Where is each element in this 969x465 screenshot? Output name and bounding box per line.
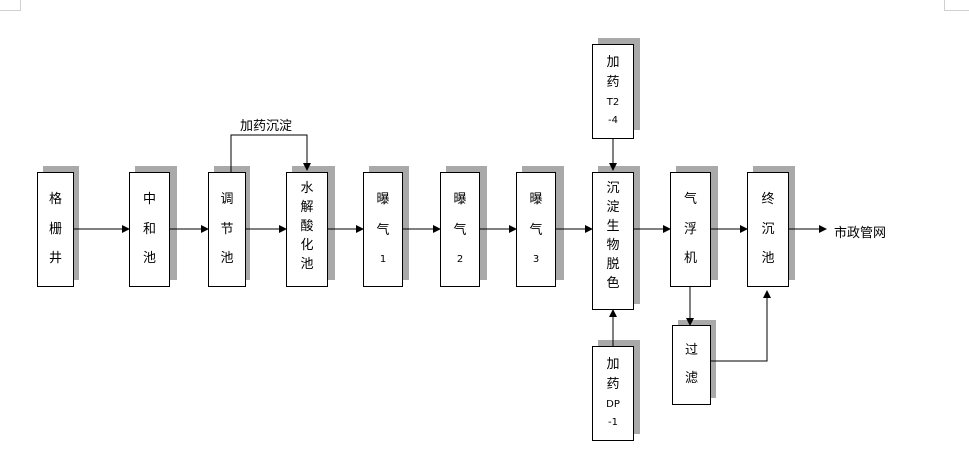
node-air-flotation-char-1: 气 — [683, 191, 697, 207]
node-equalization-char-2: 节 — [220, 221, 234, 237]
node-dosing-dp-char-1: 加 — [606, 356, 620, 372]
node-final-tank-char-1: 终 — [761, 191, 775, 207]
label-dosing-settling: 加药沉淀 — [240, 119, 293, 134]
node-aeration-3-number: 3 — [532, 253, 540, 265]
node-bio-decolor-char-4: 物 — [606, 238, 620, 253]
page-corner-mark-left — [0, 0, 21, 11]
node-hydrolysis-char-3: 酸 — [300, 219, 314, 234]
node-grid-well-char-1: 格 — [48, 191, 62, 207]
node-aeration-2-char-2: 气 — [453, 222, 467, 238]
node-final-tank-char-3: 池 — [761, 251, 775, 267]
arrow-filtration-to-final-tank — [711, 290, 771, 362]
node-filtration: 过 滤 — [672, 325, 711, 405]
node-aeration-1-number: 1 — [379, 253, 387, 265]
node-aeration-1-char-1: 曝 — [376, 192, 390, 208]
node-dosing-t2: 加 药 T2 -4 — [592, 44, 634, 139]
node-dosing-dp-suffix: -1 — [608, 417, 618, 429]
node-air-flotation: 气 浮 机 — [670, 172, 711, 287]
node-air-flotation-char-2: 浮 — [683, 221, 697, 237]
node-bio-decolor-char-1: 沉 — [606, 181, 620, 196]
node-neutralization: 中 和 池 — [129, 172, 170, 287]
node-final-tank-char-2: 沉 — [761, 221, 775, 237]
node-final-tank: 终 沉 池 — [747, 172, 789, 287]
node-bio-decolor-char-6: 色 — [606, 276, 620, 291]
node-bio-decolor-char-2: 淀 — [606, 200, 620, 215]
node-equalization-char-3: 池 — [220, 251, 234, 267]
node-hydrolysis-char-2: 解 — [300, 200, 314, 215]
node-hydrolysis-char-1: 水 — [300, 181, 314, 196]
node-aeration-3: 曝 气 3 — [516, 172, 556, 287]
node-aeration-3-char-2: 气 — [529, 222, 543, 238]
node-dosing-dp: 加 药 DP -1 — [592, 346, 634, 441]
node-air-flotation-char-3: 机 — [683, 251, 697, 267]
page-corner-mark-right — [944, 0, 969, 11]
node-aeration-2: 曝 气 2 — [440, 172, 480, 287]
node-dosing-t2-char-2: 药 — [606, 75, 620, 91]
node-grid-well-char-2: 栅 — [48, 221, 62, 237]
node-hydrolysis: 水 解 酸 化 池 — [286, 172, 328, 287]
node-aeration-1-char-2: 气 — [376, 222, 390, 238]
node-neutralization-char-2: 和 — [142, 221, 156, 237]
node-equalization-char-1: 调 — [220, 191, 234, 207]
node-dosing-t2-suffix: -4 — [608, 115, 618, 127]
node-neutralization-char-1: 中 — [142, 191, 156, 207]
node-grid-well-char-3: 井 — [48, 251, 62, 267]
node-bio-decolor-char-3: 生 — [606, 219, 620, 234]
arrow-dosing-settling-loop — [230, 134, 311, 172]
node-filtration-char-1: 过 — [684, 343, 698, 358]
node-grid-well: 格 栅 井 — [37, 172, 74, 287]
node-aeration-2-char-1: 曝 — [453, 192, 467, 208]
node-filtration-char-2: 滤 — [684, 371, 698, 386]
node-dosing-dp-code: DP — [606, 398, 620, 410]
node-aeration-2-number: 2 — [456, 253, 464, 265]
node-dosing-dp-char-2: 药 — [606, 377, 620, 393]
node-equalization: 调 节 池 — [208, 172, 246, 287]
node-aeration-3-char-1: 曝 — [529, 192, 543, 208]
node-hydrolysis-char-4: 化 — [300, 238, 314, 253]
node-neutralization-char-3: 池 — [142, 251, 156, 267]
node-aeration-1: 曝 气 1 — [363, 172, 403, 287]
node-dosing-t2-code: T2 — [606, 96, 620, 108]
node-bio-decolor-char-5: 脱 — [606, 257, 620, 272]
node-dosing-t2-char-1: 加 — [606, 54, 620, 70]
label-municipal-network: 市政管网 — [834, 226, 887, 241]
node-hydrolysis-char-5: 池 — [300, 257, 314, 272]
node-bio-decolor: 沉 淀 生 物 脱 色 — [592, 172, 634, 310]
